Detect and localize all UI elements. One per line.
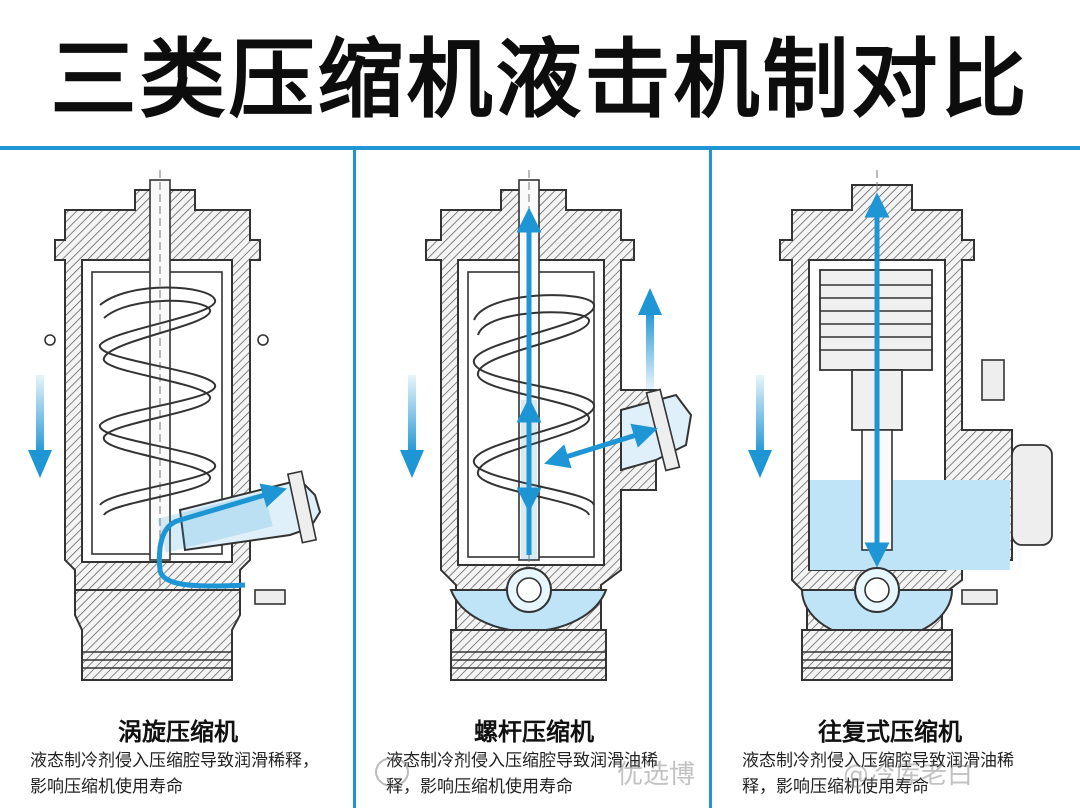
reciprocating-compressor-label: 往复式压缩机: [818, 718, 962, 746]
watermark-text: 优选博: [617, 759, 696, 790]
panel-divider-2: [709, 148, 712, 808]
panel-screw: 螺杆压缩机 液态制冷剂侵入压缩腔导致润滑油稀释，影响压缩机使用寿命: [356, 150, 712, 808]
scroll-compressor-desc: 液态制冷剂侵入压缩腔导致润滑稀释，影响压缩机使用寿命: [30, 751, 319, 797]
reciprocating-compressor-diagram: [748, 170, 1053, 681]
reciprocating-compressor-desc: 液态制冷剂侵入压缩腔导致润滑油稀释，影响压缩机使用寿命: [742, 751, 1014, 797]
panel-scroll: 涡旋压缩机 液态制冷剂侵入压缩腔导致润滑稀释，影响压缩机使用寿命: [0, 150, 356, 808]
watermark-handle: @冷库老白: [843, 759, 974, 790]
scroll-compressor-diagram: [28, 170, 322, 681]
scroll-compressor-label: 涡旋压缩机: [118, 718, 238, 746]
wechat-icon: [375, 757, 409, 787]
page-title: 三类压缩机液击机制对比: [50, 29, 1030, 130]
screw-compressor-label: 螺杆压缩机: [474, 718, 594, 746]
panel-reciprocating: 往复式压缩机 液态制冷剂侵入压缩腔导致润滑油稀释，影响压缩机使用寿命: [712, 150, 1068, 808]
screw-compressor-diagram: [400, 170, 693, 681]
title-divider: [0, 146, 1080, 150]
screw-compressor-desc: 液态制冷剂侵入压缩腔导致润滑油稀释，影响压缩机使用寿命: [386, 751, 658, 797]
panel-divider-1: [353, 148, 356, 808]
watermark: 优选博 @冷库老白: [375, 752, 1075, 792]
